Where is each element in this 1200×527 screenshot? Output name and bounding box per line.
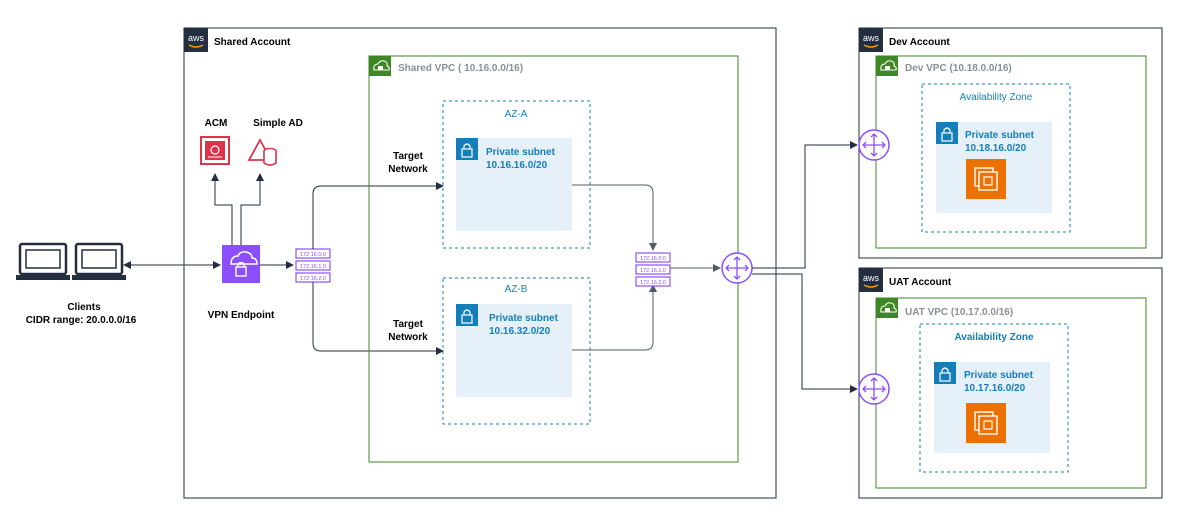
shared-account-title: Shared Account (214, 37, 291, 48)
subnet-lock-icon (934, 362, 956, 384)
uat-subnet-cidr: 10.17.16.0/20 (964, 383, 1026, 394)
subnet-a-label: Private subnet (486, 147, 556, 158)
target-network-1-label-2: Network (388, 164, 428, 175)
shared-account-container (183, 27, 777, 499)
dev-subnet-cidr: 10.18.16.0/20 (965, 143, 1027, 154)
uat-az-label: Availability Zone (954, 332, 1034, 343)
uat-account-title: UAT Account (889, 277, 952, 288)
route-entry-1: 172.16.0.0 (640, 256, 666, 262)
subnet-lock-icon (456, 138, 478, 160)
svg-text:aws: aws (863, 33, 880, 43)
dev-account-connector (752, 141, 858, 269)
client-computer-1-icon (16, 242, 70, 280)
svg-text:aws: aws (188, 33, 205, 43)
dev-vpc-router-icon (858, 129, 890, 161)
clients-cidr-label: CIDR range: 20.0.0.0/16 (26, 315, 137, 326)
dev-account-title: Dev Account (889, 37, 950, 48)
dev-az-container (921, 83, 1071, 233)
route-entry-3: 172.16.2.0 (640, 280, 666, 286)
aws-logo-icon: aws (859, 28, 883, 52)
target-network-2-label-2: Network (388, 332, 428, 343)
svg-text:aws: aws (863, 273, 880, 283)
route-entry-3: 172.16.2.0 (300, 276, 326, 282)
route-table-2-icon: 172.16.0.0 172.16.1.0 172.16.2.0 (635, 252, 671, 287)
client-computer-2-icon (72, 242, 126, 280)
vpn-simple-ad-connector (240, 173, 264, 245)
uat-vpc-router-icon (858, 373, 890, 405)
vpc-cloud-lock-icon (876, 298, 898, 318)
route-entry-2: 172.16.1.0 (300, 264, 326, 270)
target-network-2-label: Target (393, 319, 423, 330)
aws-logo-icon: aws (184, 28, 208, 52)
subnet-a-cidr: 10.16.16.0/20 (486, 160, 548, 171)
az-b-container (442, 277, 591, 425)
subnet-a-route-connector (572, 184, 657, 251)
az-b-label: AZ-B (505, 284, 528, 295)
uat-vpc-title: UAT VPC (10.17.0.0/16) (905, 307, 1013, 318)
ec2-instance-icon (966, 403, 1006, 443)
vpc-cloud-lock-icon (876, 56, 898, 76)
aws-logo-icon: aws (859, 268, 883, 292)
simple-ad-icon (247, 138, 277, 166)
simple-ad-label: Simple AD (253, 118, 303, 129)
ec2-instance-icon (966, 159, 1006, 199)
subnet-b-label: Private subnet (489, 313, 559, 324)
subnet-b-route-connector (572, 284, 657, 351)
subnet-lock-icon (456, 304, 478, 326)
shared-vpc-container (368, 55, 739, 463)
route-table-1-icon: 172.16.0.0 172.16.1.0 172.16.2.0 (295, 248, 331, 283)
route-entry-1: 172.16.0.0 (300, 252, 326, 258)
acm-label: ACM (205, 118, 228, 129)
az-a-label: AZ-A (505, 109, 528, 120)
vpn-acm-connector (211, 173, 233, 245)
uat-account-container (858, 267, 1163, 499)
uat-subnet-label: Private subnet (964, 370, 1034, 381)
dev-az-label: Availability Zone (960, 92, 1033, 103)
subnet-b-cidr: 10.16.32.0/20 (489, 326, 551, 337)
target-network-b-connector (312, 282, 444, 355)
transit-router-icon (721, 252, 753, 284)
subnet-lock-icon (936, 122, 958, 144)
acm-certificate-icon (200, 136, 230, 165)
route-entry-2: 172.16.1.0 (640, 268, 666, 274)
clients-label: Clients (67, 302, 101, 313)
az-a-container (442, 100, 591, 249)
target-network-a-connector (312, 182, 444, 249)
target-network-1-label: Target (393, 151, 423, 162)
uat-az-container (919, 323, 1069, 473)
dev-subnet-label: Private subnet (965, 130, 1035, 141)
uat-account-connector (752, 273, 858, 393)
dev-vpc-title: Dev VPC (10.18.0.0/16) (905, 63, 1012, 74)
vpc-cloud-lock-icon (369, 56, 391, 76)
shared-vpc-title: Shared VPC ( 10.16.0.0/16) (398, 63, 523, 74)
client-vpn-endpoint-icon (222, 245, 260, 283)
vpn-endpoint-label: VPN Endpoint (208, 310, 275, 321)
